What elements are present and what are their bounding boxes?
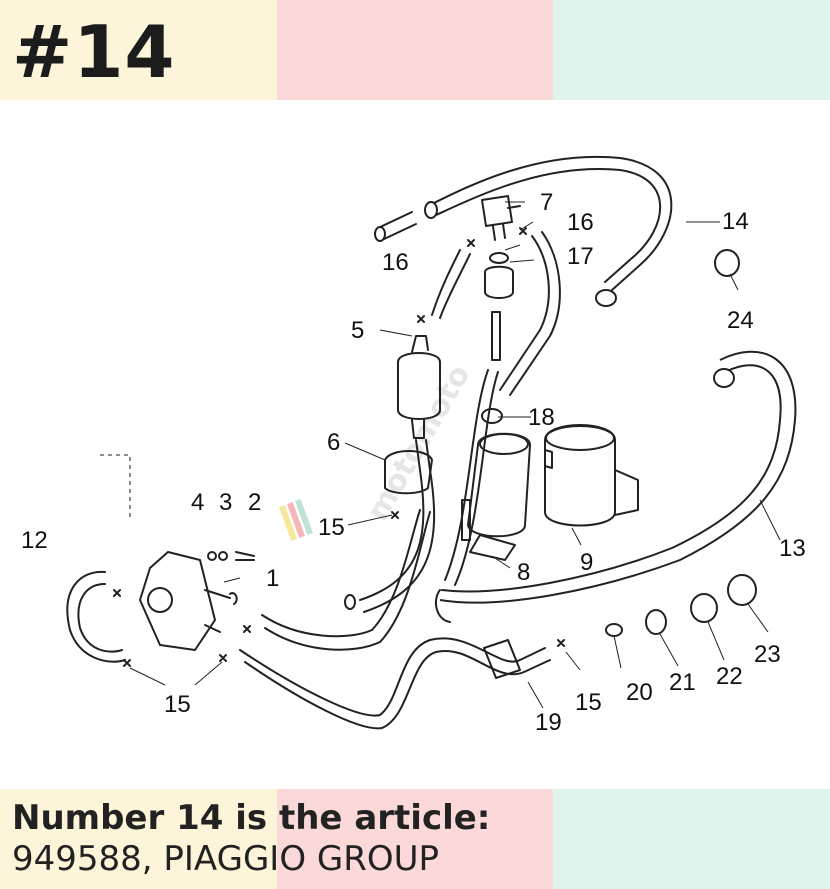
callout-23: 23 <box>754 641 781 668</box>
callout-6: 6 <box>327 429 340 456</box>
hose-part-14 <box>429 155 673 291</box>
filter-part-5 <box>397 352 441 420</box>
article-caption-heading: Number 14 is the article: <box>12 798 491 838</box>
watermark: motomoto <box>360 359 477 527</box>
callout-18: 18 <box>528 404 555 431</box>
header-color-band <box>0 0 830 100</box>
callout-19: 19 <box>535 709 562 736</box>
hose-part-13 <box>439 350 797 604</box>
callout-17: 17 <box>567 243 594 270</box>
pump-part-8 <box>467 432 531 538</box>
hose-14-end <box>595 289 617 307</box>
article-caption-value: 949588, PIAGGIO GROUP <box>12 839 440 879</box>
header-band-yellow <box>0 0 277 100</box>
callout-24: 24 <box>727 307 754 334</box>
callout-2: 2 <box>248 489 261 516</box>
bracket-part-9 <box>544 424 616 527</box>
callout-5: 5 <box>351 317 364 344</box>
footer-band-yellow <box>0 789 277 889</box>
callout-16b: 16 <box>382 249 409 276</box>
callout-4: 4 <box>191 489 204 516</box>
header-band-pink <box>277 0 553 100</box>
callout-21: 21 <box>669 669 696 696</box>
valve-part-7 <box>481 195 513 227</box>
footer-band-pink <box>277 789 553 889</box>
callout-22: 22 <box>716 663 743 690</box>
vacuum-pump-part-1 <box>139 551 216 651</box>
clamp-part-23 <box>727 574 757 606</box>
hose-part-14-inner <box>435 168 662 283</box>
callout-16a: 16 <box>567 209 594 236</box>
header-band-mint <box>553 0 830 100</box>
callout-15c: 15 <box>575 689 602 716</box>
watermark-stripes <box>279 499 313 541</box>
callout-14: 14 <box>722 208 749 235</box>
clamp-part-21 <box>645 609 667 635</box>
callout-3: 3 <box>219 489 232 516</box>
footer-band-mint <box>553 789 830 889</box>
callout-15b: 15 <box>164 691 191 718</box>
footer-color-band <box>0 789 830 889</box>
watermark-text: motomoto <box>360 359 477 527</box>
clamp-part-22 <box>690 593 718 623</box>
clamp-part-19 <box>483 639 521 679</box>
callout-9: 9 <box>580 549 593 576</box>
callout-7: 7 <box>540 189 553 216</box>
clamp-part-24 <box>714 249 740 277</box>
clamp-part-20 <box>605 623 623 637</box>
callout-12: 12 <box>21 527 48 554</box>
callout-8: 8 <box>517 559 530 586</box>
callout-20: 20 <box>626 679 653 706</box>
callout-15a: 15 <box>318 514 345 541</box>
part-number-badge: #14 <box>12 10 176 94</box>
callout-1: 1 <box>266 565 279 592</box>
clamp-part-6 <box>384 450 433 495</box>
callout-13: 13 <box>779 535 806 562</box>
exploded-parts-diagram: motomoto <box>21 155 806 736</box>
